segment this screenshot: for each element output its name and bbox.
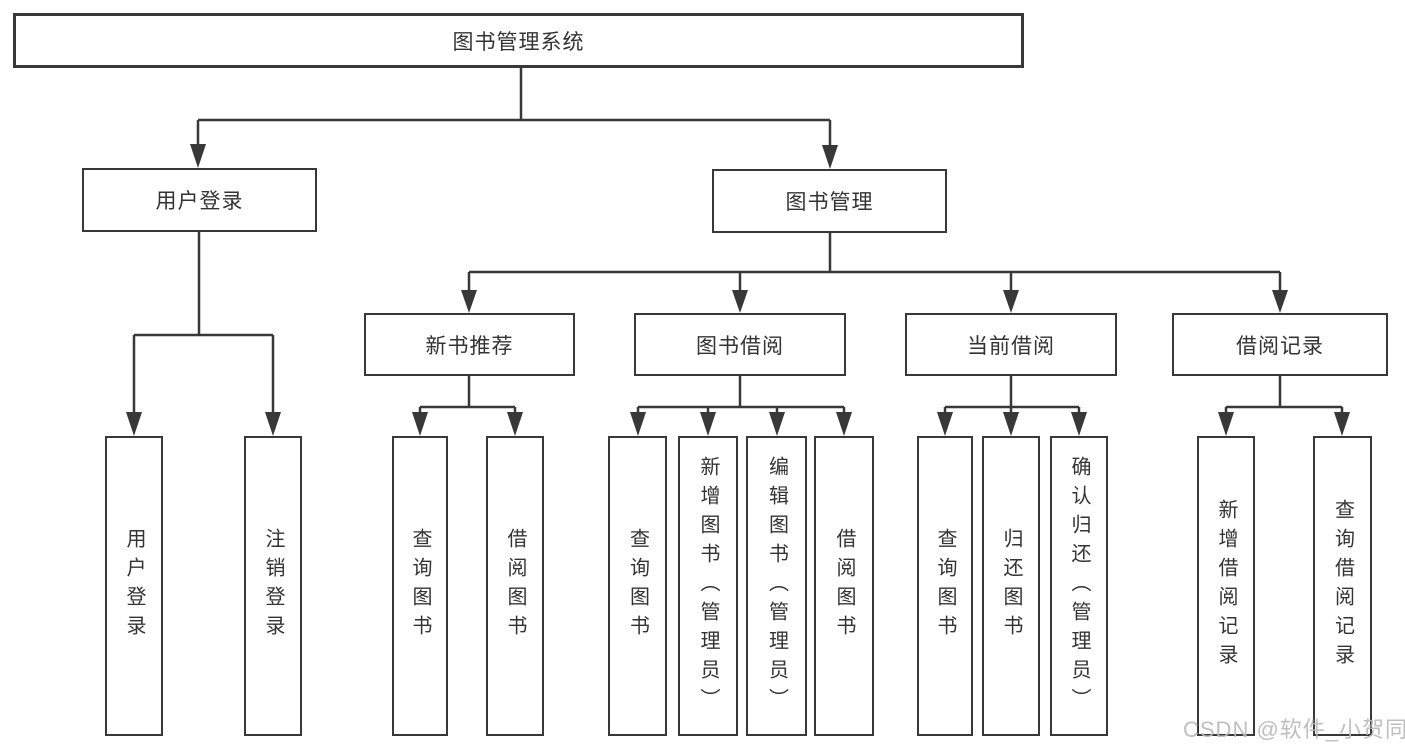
csdn-watermark: CSDN @软件_小贺同学 (1183, 717, 1405, 742)
leaf-return-books: 归还图书 (982, 436, 1040, 736)
leaf-borrow-books-borrowing-label: 借阅图书 (833, 528, 855, 644)
arrow-down-icon (937, 412, 953, 436)
arrow-down-icon (836, 412, 852, 436)
connector-root-to-level1 (196, 68, 832, 146)
arrow-down-icon (126, 412, 142, 436)
arrow-down-icon (630, 412, 646, 436)
connector-lines (132, 68, 1344, 413)
arrow-down-icon (1003, 412, 1019, 436)
leaf-logout: 注销登录 (244, 436, 302, 736)
leaf-borrow-books-recommend: 借阅图书 (486, 436, 544, 736)
node-borrowing-records: 借阅记录 (1172, 313, 1388, 376)
leaf-query-books-recommend: 查询图书 (392, 436, 448, 736)
arrow-down-icon (190, 144, 206, 168)
arrow-down-icon (769, 412, 785, 436)
connector-borrowing-records-children (1224, 376, 1344, 413)
node-user-login-label: 用户登录 (155, 190, 244, 213)
node-root: 图书管理系统 (13, 13, 1024, 68)
connector-user-login-children (132, 232, 275, 413)
leaf-user-login: 用户登录 (105, 436, 163, 736)
leaf-edit-books-admin: 编辑图书（管理员） (746, 436, 807, 736)
node-book-borrowing-label: 图书借阅 (696, 334, 784, 358)
arrow-down-icon (412, 412, 428, 436)
leaf-edit-books-admin-label: 编辑图书（管理员） (765, 455, 788, 717)
leaf-confirm-return-admin-label: 确认归还（管理员） (1068, 455, 1090, 717)
leaf-query-borrow-record: 查询借阅记录 (1313, 436, 1372, 736)
node-current-borrowing-label: 当前借阅 (967, 334, 1055, 358)
arrow-down-icon (461, 290, 477, 313)
leaf-confirm-return-admin: 确认归还（管理员） (1050, 436, 1108, 736)
arrow-down-icon (1071, 412, 1087, 436)
leaf-query-books-current-label: 查询图书 (934, 528, 956, 644)
arrow-down-icon (822, 145, 838, 169)
node-book-borrowing: 图书借阅 (634, 313, 846, 376)
arrow-down-icon (732, 290, 748, 313)
leaf-borrow-books-recommend-label: 借阅图书 (504, 528, 526, 644)
node-book-management: 图书管理 (712, 169, 947, 233)
arrow-down-icon (1003, 290, 1019, 313)
leaf-add-borrow-record-label: 新增借阅记录 (1215, 499, 1237, 673)
node-borrowing-records-label: 借阅记录 (1236, 334, 1324, 358)
leaf-add-borrow-record: 新增借阅记录 (1197, 436, 1255, 736)
leaf-add-books-admin-label: 新增图书（管理员） (697, 455, 719, 717)
leaf-logout-label: 注销登录 (262, 528, 284, 644)
node-new-book-recommend-label: 新书推荐 (425, 334, 514, 358)
arrow-down-icon (700, 412, 716, 436)
node-root-label: 图书管理系统 (452, 30, 585, 54)
arrow-down-icon (1334, 412, 1350, 436)
leaf-add-books-admin: 新增图书（管理员） (678, 436, 738, 736)
node-new-book-recommend: 新书推荐 (364, 313, 575, 376)
leaf-borrow-books-borrowing: 借阅图书 (814, 436, 874, 736)
leaf-user-login-label: 用户登录 (123, 528, 145, 644)
leaf-query-books-recommend-label: 查询图书 (409, 528, 431, 644)
node-current-borrowing: 当前借阅 (905, 313, 1117, 376)
node-user-login: 用户登录 (82, 168, 317, 232)
leaf-query-books-current: 查询图书 (917, 436, 973, 736)
arrowheads (126, 144, 1350, 436)
connector-current-borrowing-children (943, 376, 1081, 413)
leaf-return-books-label: 归还图书 (1000, 528, 1022, 644)
leaf-query-borrow-record-label: 查询借阅记录 (1331, 499, 1354, 673)
connector-new-book-recommend-children (418, 376, 517, 413)
arrow-down-icon (507, 412, 523, 436)
arrow-down-icon (1218, 412, 1234, 436)
leaf-query-books-borrowing: 查询图书 (608, 436, 667, 736)
arrow-down-icon (265, 412, 281, 436)
node-book-management-label: 图书管理 (785, 191, 874, 214)
connector-book-management-children (467, 233, 1282, 291)
leaf-query-books-borrowing-label: 查询图书 (626, 528, 649, 644)
connector-book-borrowing-children (636, 376, 846, 413)
arrow-down-icon (1272, 290, 1288, 313)
